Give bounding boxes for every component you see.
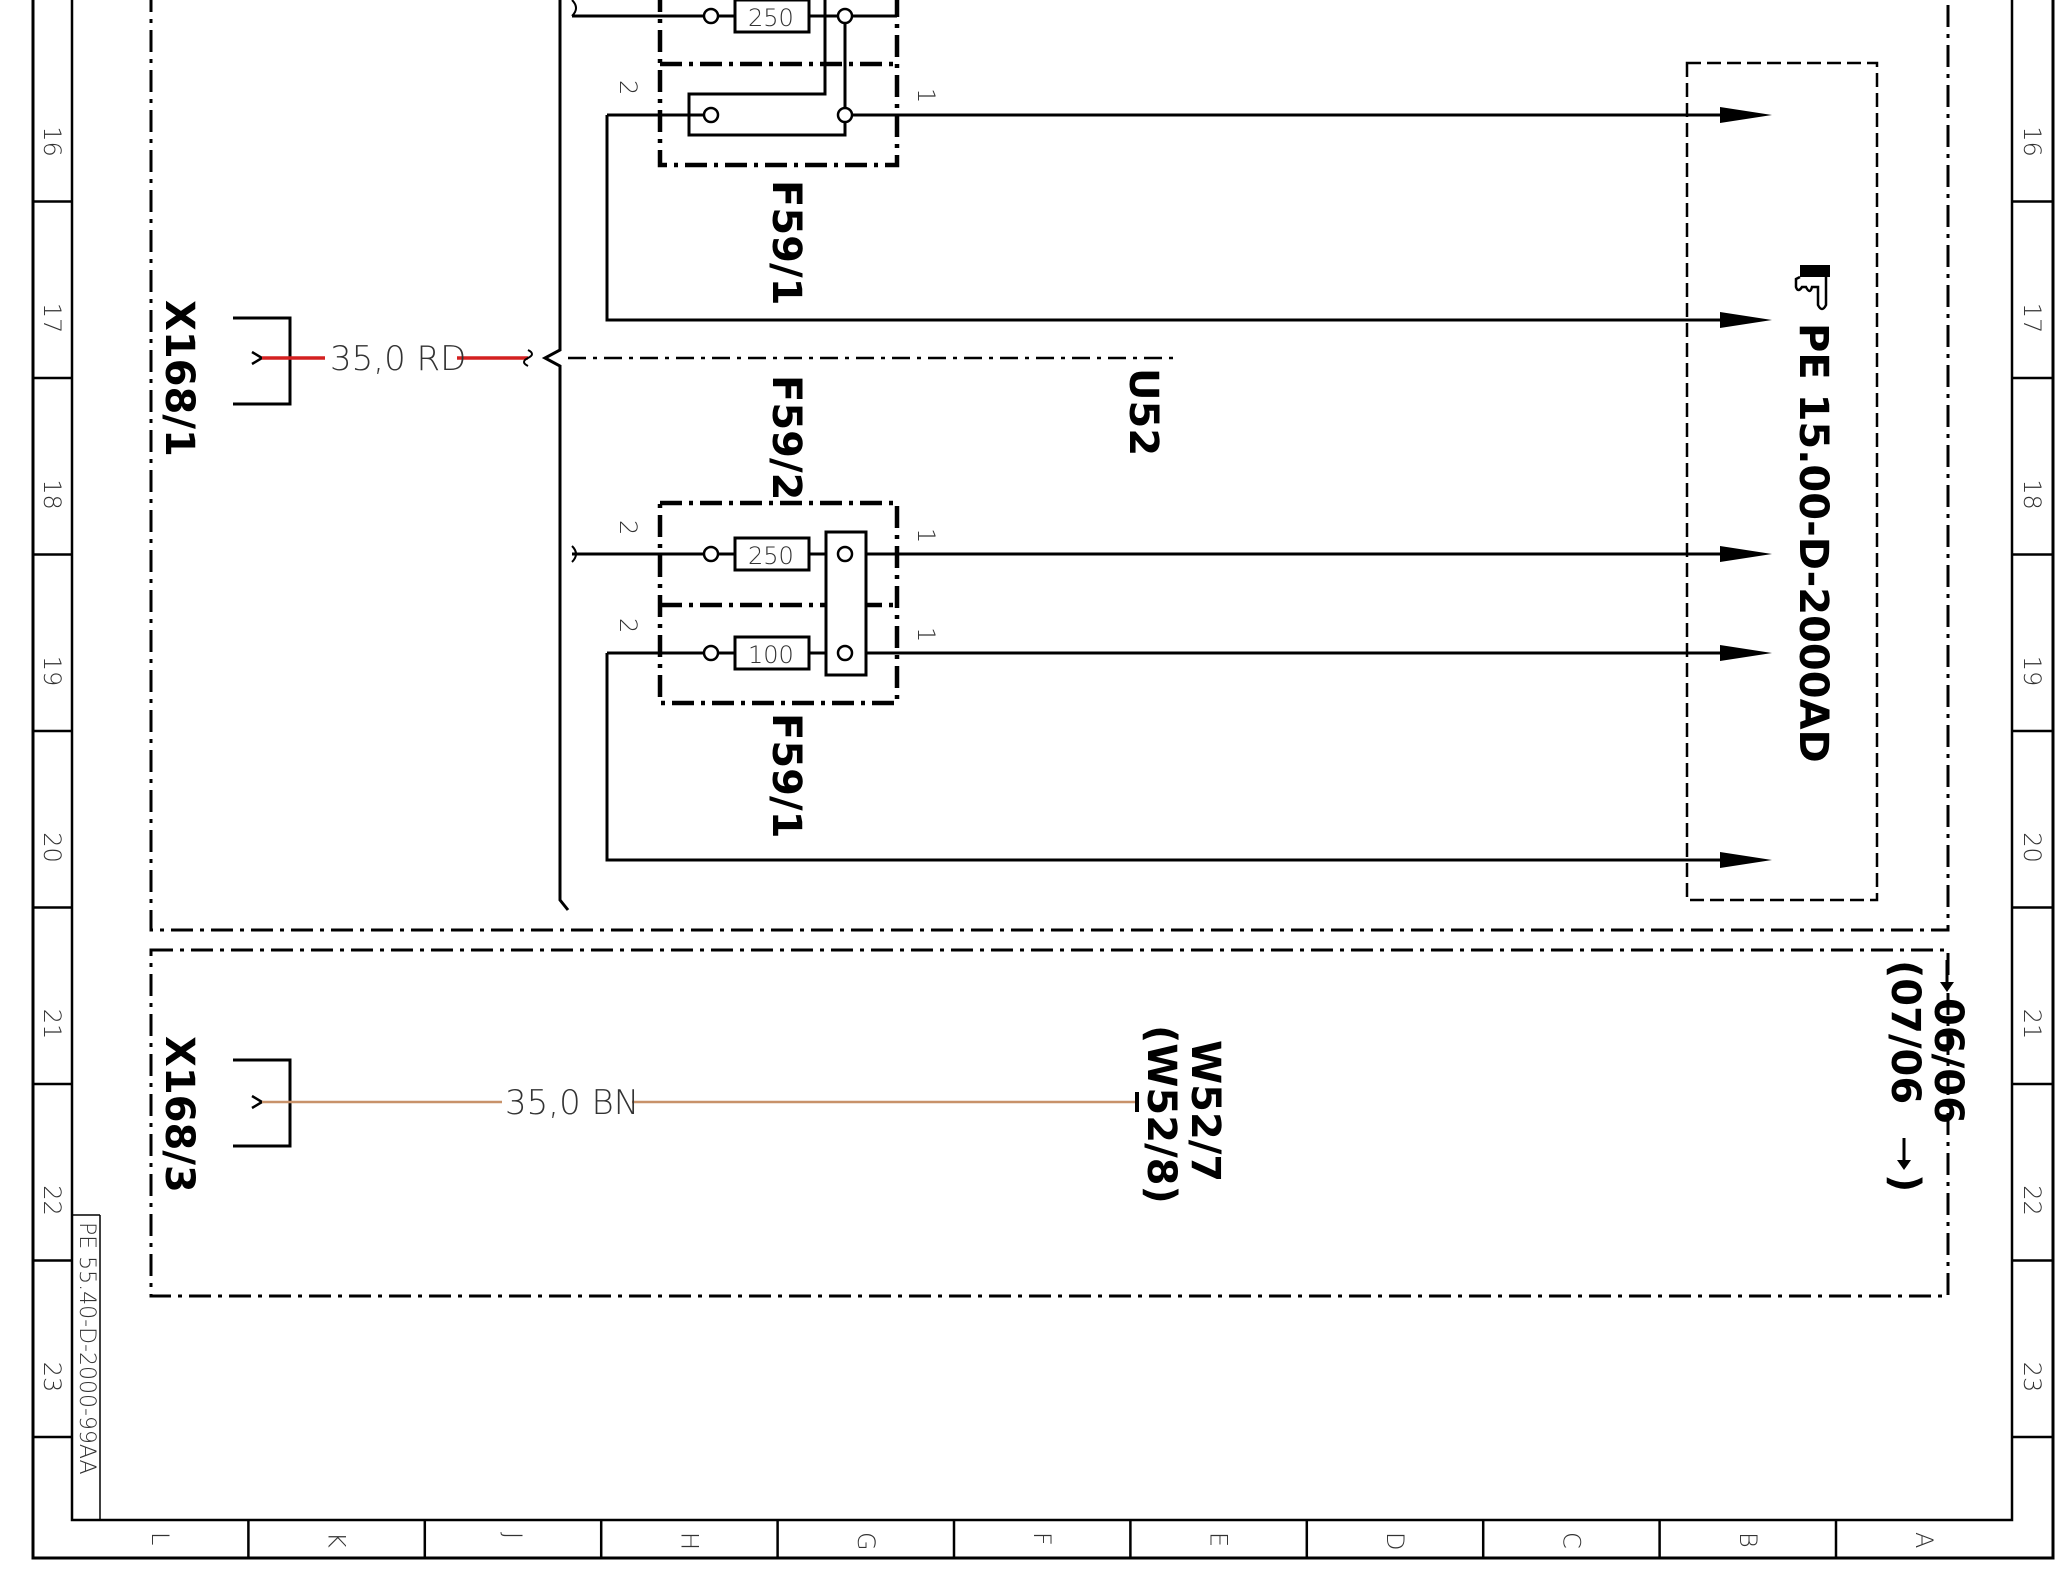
- bus-line: [541, 0, 570, 911]
- arrowheads: [1720, 107, 1772, 868]
- fuse-block-lower[interactable]: 250 100 2 2 1 1 F59/1: [571, 500, 1720, 838]
- wire-brown[interactable]: 35,0 BN: [262, 1083, 1139, 1123]
- row-label: 22: [2018, 1185, 2046, 1216]
- row-label: 19: [2018, 656, 2046, 687]
- signal-line-2: [605, 115, 1720, 322]
- signal-line-5: [605, 653, 1720, 862]
- column-label: K: [323, 1532, 351, 1548]
- row-label: 18: [38, 479, 66, 510]
- wire-red[interactable]: 35,0 RD: [262, 339, 533, 379]
- fuse-rating-top: 250: [748, 4, 794, 32]
- fuse-label-upper: F59/1: [763, 180, 809, 305]
- row-label: 17: [38, 303, 66, 334]
- row-label: 17: [2018, 303, 2046, 334]
- document-id: PE 55.40-D-2000-99AA: [74, 1222, 99, 1475]
- connector-label-bottom: X168/3: [156, 1036, 202, 1193]
- pin-in-upper: 2: [614, 80, 642, 95]
- validity-line-1: 06/06: [1925, 998, 1971, 1124]
- wire-label-red: 35,0 RD: [330, 339, 466, 379]
- lower-enclosure: [149, 948, 1950, 1298]
- reference-box: [1685, 61, 1879, 902]
- column-label: G: [852, 1532, 880, 1551]
- reference-group[interactable]: PE 15.00-D-2000AD: [1790, 265, 1836, 763]
- row-label: 20: [2018, 832, 2046, 863]
- reference-text: PE 15.00-D-2000AD: [1790, 323, 1836, 763]
- column-label: H: [675, 1532, 703, 1550]
- connector-x168-1[interactable]: X168/1: [156, 300, 292, 457]
- pin-out-lower-2: 1: [912, 627, 940, 642]
- validity-line-2: (07/06: [1882, 960, 1928, 1104]
- outer-frame: [31, 0, 2055, 1560]
- column-label: A: [1910, 1532, 1938, 1548]
- row-label: 20: [38, 832, 66, 863]
- connector-x168-3[interactable]: X168/3: [156, 1036, 292, 1193]
- inner-frame: [70, 0, 2014, 1522]
- pin-in-lower-2: 2: [614, 618, 642, 633]
- pin-out-upper: 1: [912, 88, 940, 103]
- connector-label-top: X168/1: [156, 300, 202, 457]
- validity-group-2: (07/06 ): [1882, 960, 1928, 1192]
- fuse-rating-mid: 250: [748, 542, 794, 570]
- validity-group: 06/06: [1925, 960, 1971, 1124]
- row-label: 16: [2018, 126, 2046, 157]
- row-label: 23: [38, 1362, 66, 1393]
- upper-enclosure: [149, 0, 1950, 932]
- pin-out-lower-1: 1: [912, 528, 940, 543]
- row-label: 21: [38, 1009, 66, 1040]
- arrow-down-icon: [1940, 960, 1954, 992]
- wire-label-brown: 35,0 BN: [505, 1083, 639, 1123]
- row-label: 21: [2018, 1009, 2046, 1040]
- column-label: B: [1734, 1532, 1762, 1548]
- column-label: E: [1205, 1532, 1233, 1547]
- module-label: U52: [1120, 368, 1166, 456]
- pin-in-lower-1: 2: [614, 520, 642, 535]
- row-label: 18: [2018, 479, 2046, 510]
- row-label: 22: [38, 1185, 66, 1216]
- wire-ref-2: (W52/8): [1138, 1025, 1184, 1204]
- column-label: D: [1381, 1532, 1409, 1550]
- row-label: 16: [38, 126, 66, 157]
- fuse-block-upper[interactable]: 250 2 1 F59/1: [571, 0, 1720, 305]
- column-label: F: [1028, 1532, 1056, 1546]
- arrow-down-icon: [1897, 1138, 1911, 1170]
- fuse-label-middle: F59/2: [763, 375, 809, 500]
- column-label: C: [1557, 1532, 1585, 1549]
- column-label: J: [499, 1532, 527, 1539]
- row-label: 23: [2018, 1362, 2046, 1393]
- fuse-rating-low: 100: [748, 641, 794, 669]
- row-label: 19: [38, 656, 66, 687]
- validity-paren-close: ): [1882, 1174, 1928, 1192]
- pointing-hand-icon: [1794, 265, 1830, 311]
- fuse-label-lower: F59/1: [763, 713, 809, 838]
- wire-ref-1: W52/7: [1182, 1040, 1228, 1182]
- column-label: L: [146, 1532, 174, 1545]
